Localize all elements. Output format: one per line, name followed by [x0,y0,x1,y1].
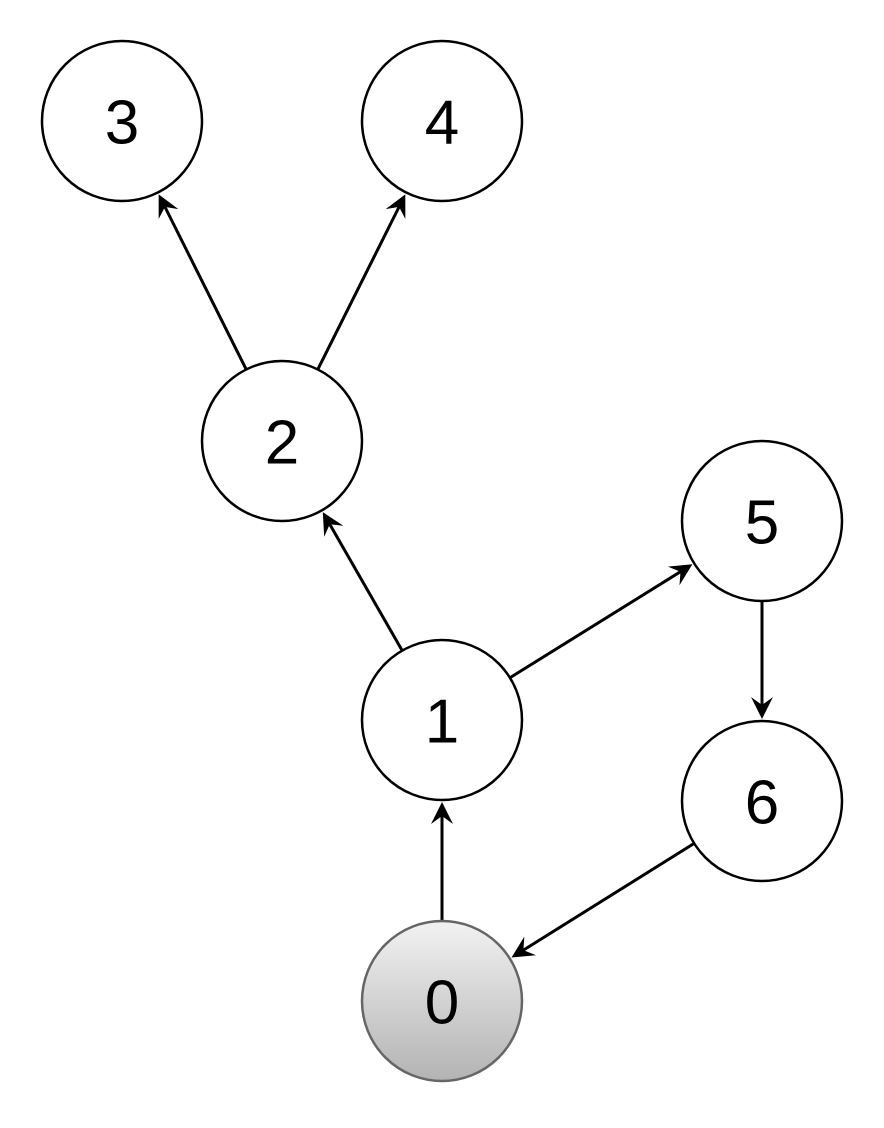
node-label: 4 [425,89,459,158]
arrowhead [158,194,179,219]
arrowhead [511,936,537,958]
edge-2-to-3 [158,194,248,371]
edge-0-to-1 [431,802,453,921]
node-circle [360,919,524,1083]
node-label: 3 [105,89,139,158]
edges-layer [158,194,773,958]
edge-line [522,842,695,952]
node-circle [680,439,844,603]
edge-1-to-5 [509,564,693,680]
arrowhead [751,697,773,719]
arrowhead [385,194,406,219]
edge-line [509,570,682,680]
node-label: 1 [425,688,459,757]
edge-6-to-0 [511,842,695,958]
edge-line [163,206,248,371]
node-circle [40,39,204,203]
node-5: 5 [680,439,844,603]
node-circle [680,719,844,883]
edge-line [328,523,404,652]
node-circle [200,359,364,523]
node-1: 1 [360,638,524,802]
edge-2-to-4 [316,194,406,371]
node-label: 2 [265,409,299,478]
node-label: 5 [745,489,779,558]
node-3: 3 [40,39,204,203]
arrowhead [431,802,453,824]
edge-line [316,206,401,371]
node-0: 0 [360,919,524,1083]
edge-5-to-6 [751,601,773,719]
node-6: 6 [680,719,844,883]
arrowhead [322,512,344,537]
node-label: 6 [745,769,779,838]
arrowhead [667,564,693,586]
nodes-layer: 0 1 2 3 4 5 6 [40,39,844,1083]
node-2: 2 [200,359,364,523]
node-label: 0 [425,969,459,1038]
node-circle [360,638,524,802]
edge-1-to-2 [322,512,404,652]
node-4: 4 [360,39,524,203]
node-circle [360,39,524,203]
